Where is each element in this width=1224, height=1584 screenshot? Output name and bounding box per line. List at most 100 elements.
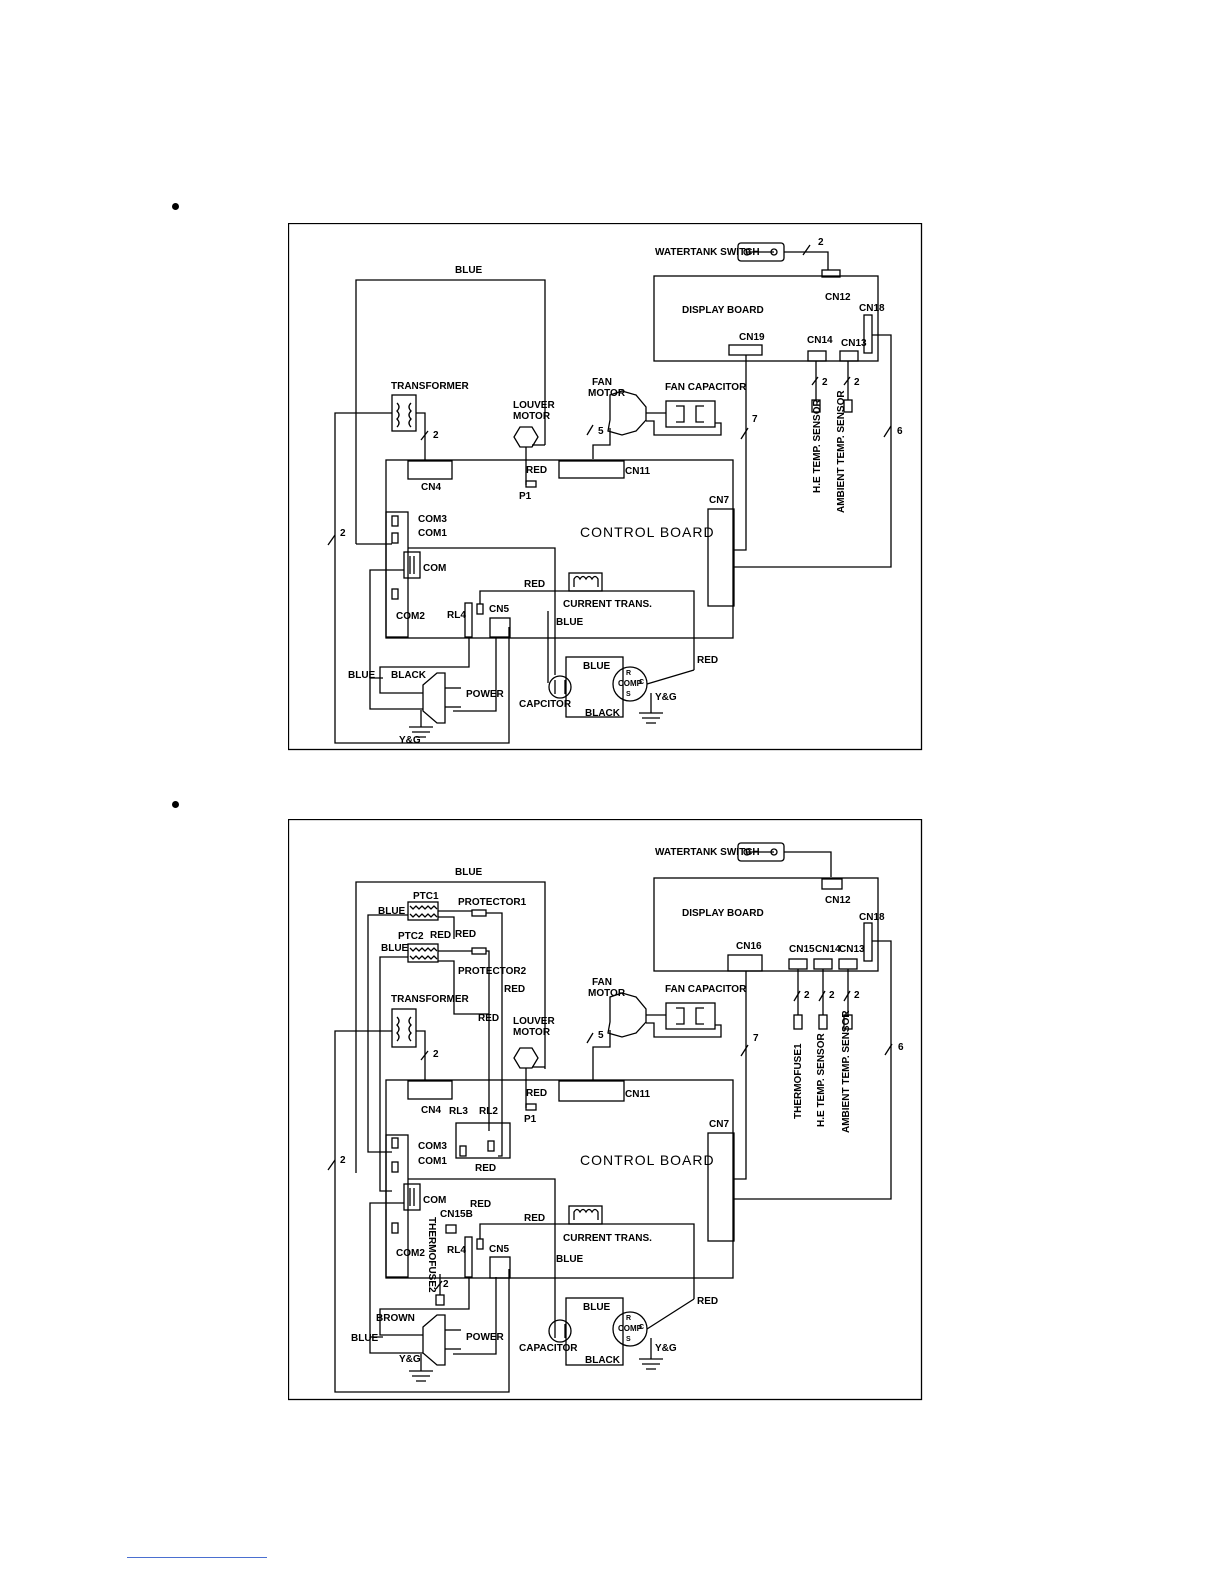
- wire-count: 2: [822, 377, 828, 388]
- wire-count: 2: [829, 990, 835, 1001]
- rl4-terminal: [476, 1238, 484, 1250]
- wire-color-label: BLUE: [455, 867, 483, 878]
- cn5-connector: [489, 617, 511, 638]
- wire-count: 2: [854, 377, 860, 388]
- thermofuse2-probe: [435, 1294, 445, 1306]
- transformer-label: TRANSFORMER: [391, 381, 470, 392]
- power-label: POWER: [466, 1332, 505, 1343]
- ambient-temp-sensor-probe: [843, 1014, 853, 1030]
- cn12-label: CN12: [825, 292, 851, 303]
- thermofuse2-label: THERMOFUSE2: [426, 1217, 437, 1293]
- comp-r-label: R: [626, 1315, 631, 1322]
- cn4-connector: [407, 460, 453, 480]
- he-temp-sensor-probe: [818, 1014, 828, 1030]
- fan-motor: [607, 390, 647, 436]
- wire-color-label: Y&G: [399, 1354, 421, 1365]
- fan-motor: [607, 992, 647, 1038]
- wiring-diagram-1: WATERTANK SWITCH 2 DISPLAY BOARD CN12 CN…: [288, 223, 923, 751]
- ptc2-coil: [409, 947, 438, 960]
- power-plug: [422, 1314, 446, 1366]
- rl4-relay: [464, 602, 473, 638]
- control-board-label: CONTROL BOARD: [580, 524, 715, 540]
- power-plug: [422, 672, 446, 724]
- cn13-connector: [839, 350, 859, 362]
- transformer-coil: [408, 402, 412, 428]
- current-trans-coil: [573, 575, 599, 587]
- wire-color-label: BLUE: [378, 906, 406, 917]
- compressor-box: [565, 656, 624, 718]
- display-board-label: DISPLAY BOARD: [682, 908, 764, 919]
- bullet-2: [172, 801, 179, 808]
- wire-count: 2: [443, 1279, 449, 1290]
- wire-color-label: RED: [470, 1199, 491, 1210]
- fan-motor-label-2: MOTOR: [588, 988, 626, 999]
- cn7-label: CN7: [709, 1119, 729, 1130]
- cn11-label: CN11: [625, 1089, 650, 1100]
- wire-color-label: RED: [697, 655, 718, 666]
- wire-color-label: RED: [504, 984, 525, 995]
- cn5-connector: [489, 1256, 511, 1279]
- cn11-label: CN11: [625, 466, 650, 477]
- wire-color-label: RED: [526, 465, 547, 476]
- ptc1-coil: [409, 905, 438, 918]
- current-trans-label: CURRENT TRANS.: [563, 599, 652, 610]
- wire-color-label: RED: [524, 579, 545, 590]
- rl3-label: RL3: [449, 1106, 468, 1117]
- wire-color-label: RED: [697, 1296, 718, 1307]
- com1-label: COM1: [418, 1156, 447, 1167]
- wire-color-label: RED: [430, 930, 451, 941]
- wire-color-label: Y&G: [655, 692, 677, 703]
- wire-count: 2: [340, 528, 346, 539]
- compressor-capacitor: [548, 675, 572, 699]
- fan-capacitor-label: FAN CAPACITOR: [665, 984, 747, 995]
- wire-color-label: RED: [524, 1213, 545, 1224]
- cn4-label: CN4: [421, 482, 441, 493]
- cn12-connector: [821, 878, 843, 890]
- capacitor-plates: [554, 680, 566, 694]
- cn16-label: CN16: [736, 941, 762, 952]
- diagram-2-border: [288, 819, 923, 1401]
- comp-s-label: S: [626, 1336, 631, 1343]
- compressor-capacitor: [548, 1319, 572, 1343]
- fan-motor-label-1: FAN: [592, 977, 612, 988]
- cn11-connector: [558, 1080, 625, 1102]
- com-label: COM: [423, 563, 446, 574]
- cn12-connector: [821, 269, 841, 278]
- wire-count: 7: [752, 414, 758, 425]
- cn14-connector: [807, 350, 827, 362]
- fan-capacitor-label: FAN CAPACITOR: [665, 382, 747, 393]
- cn14-label: CN14: [807, 335, 833, 346]
- p1-label: P1: [524, 1114, 537, 1125]
- capcitor-label: CAPCITOR: [519, 699, 572, 710]
- current-trans: [568, 1205, 603, 1225]
- wire-color-label: RED: [455, 929, 476, 940]
- rl4-terminal: [476, 603, 484, 615]
- protector2: [471, 947, 487, 955]
- cn5-label: CN5: [489, 604, 509, 615]
- cn4-label: CN4: [421, 1105, 441, 1116]
- he-temp-sensor-probe: [811, 399, 821, 413]
- relay-block: [385, 511, 409, 638]
- cn15-connector: [788, 958, 808, 970]
- wire-color-label: BLUE: [455, 265, 483, 276]
- rl4-label: RL4: [447, 1245, 466, 1256]
- com-connector: [403, 551, 421, 579]
- wire-color-label: BLUE: [381, 943, 409, 954]
- wire-count: 2: [818, 237, 824, 248]
- cn13-connector: [838, 958, 858, 970]
- com2-label: COM2: [396, 1248, 425, 1259]
- power-label: POWER: [466, 689, 505, 700]
- transformer-coil: [408, 1016, 412, 1042]
- wire-count: 2: [804, 990, 810, 1001]
- p1-label: P1: [519, 491, 532, 502]
- ambient-temp-sensor-probe: [843, 399, 853, 413]
- wiring-diagram-2: WATERTANK SWITCH DISPLAY BOARD CN12 CN18…: [288, 819, 923, 1401]
- control-board-label: CONTROL BOARD: [580, 1152, 715, 1168]
- fan-capacitor-plates: [676, 405, 704, 423]
- diagram-1-border: [288, 223, 923, 751]
- cn13-label: CN13: [839, 944, 865, 955]
- cn15b-connector: [445, 1224, 457, 1234]
- comp-label: COMP: [618, 679, 643, 688]
- bullet-1: [172, 203, 179, 210]
- comp-label: COMP: [618, 1324, 643, 1333]
